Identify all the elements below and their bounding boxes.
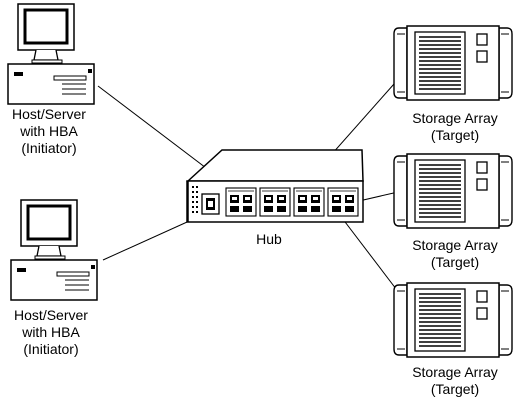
storage-bottom-label: Storage Array (Target) [400, 364, 510, 398]
host-bottom-label-line-3: (Initiator) [23, 341, 79, 357]
storage-array-icon-middle [393, 153, 513, 229]
storage-top-label-line-1: Storage Array [412, 110, 498, 126]
host-server-icon-bottom [9, 198, 99, 302]
host-top-label-line-3: (Initiator) [21, 140, 77, 156]
host-top-label: Host/Server with HBA (Initiator) [4, 106, 94, 157]
hub-label-text: Hub [256, 231, 282, 247]
hub-label: Hub [244, 231, 294, 248]
storage-middle-label-line-2: (Target) [430, 254, 480, 270]
storage-top-label-line-2: (Target) [430, 127, 480, 143]
storage-top-label: Storage Array (Target) [400, 110, 510, 144]
host-top-label-line-1: Host/Server [12, 106, 86, 122]
host-top-label-line-2: with HBA [20, 123, 78, 139]
storage-array-icon-bottom [393, 282, 513, 358]
host-bottom-label: Host/Server with HBA (Initiator) [6, 307, 96, 358]
storage-middle-label: Storage Array (Target) [400, 237, 510, 271]
storage-middle-label-line-1: Storage Array [412, 237, 498, 253]
storage-bottom-label-line-1: Storage Array [412, 364, 498, 380]
storage-bottom-label-line-2: (Target) [430, 381, 480, 397]
host-bottom-label-line-1: Host/Server [14, 307, 88, 323]
storage-array-icon-top [393, 25, 513, 101]
host-server-icon-top [6, 2, 96, 106]
host-bottom-label-line-2: with HBA [22, 324, 80, 340]
hub-icon [186, 149, 364, 223]
